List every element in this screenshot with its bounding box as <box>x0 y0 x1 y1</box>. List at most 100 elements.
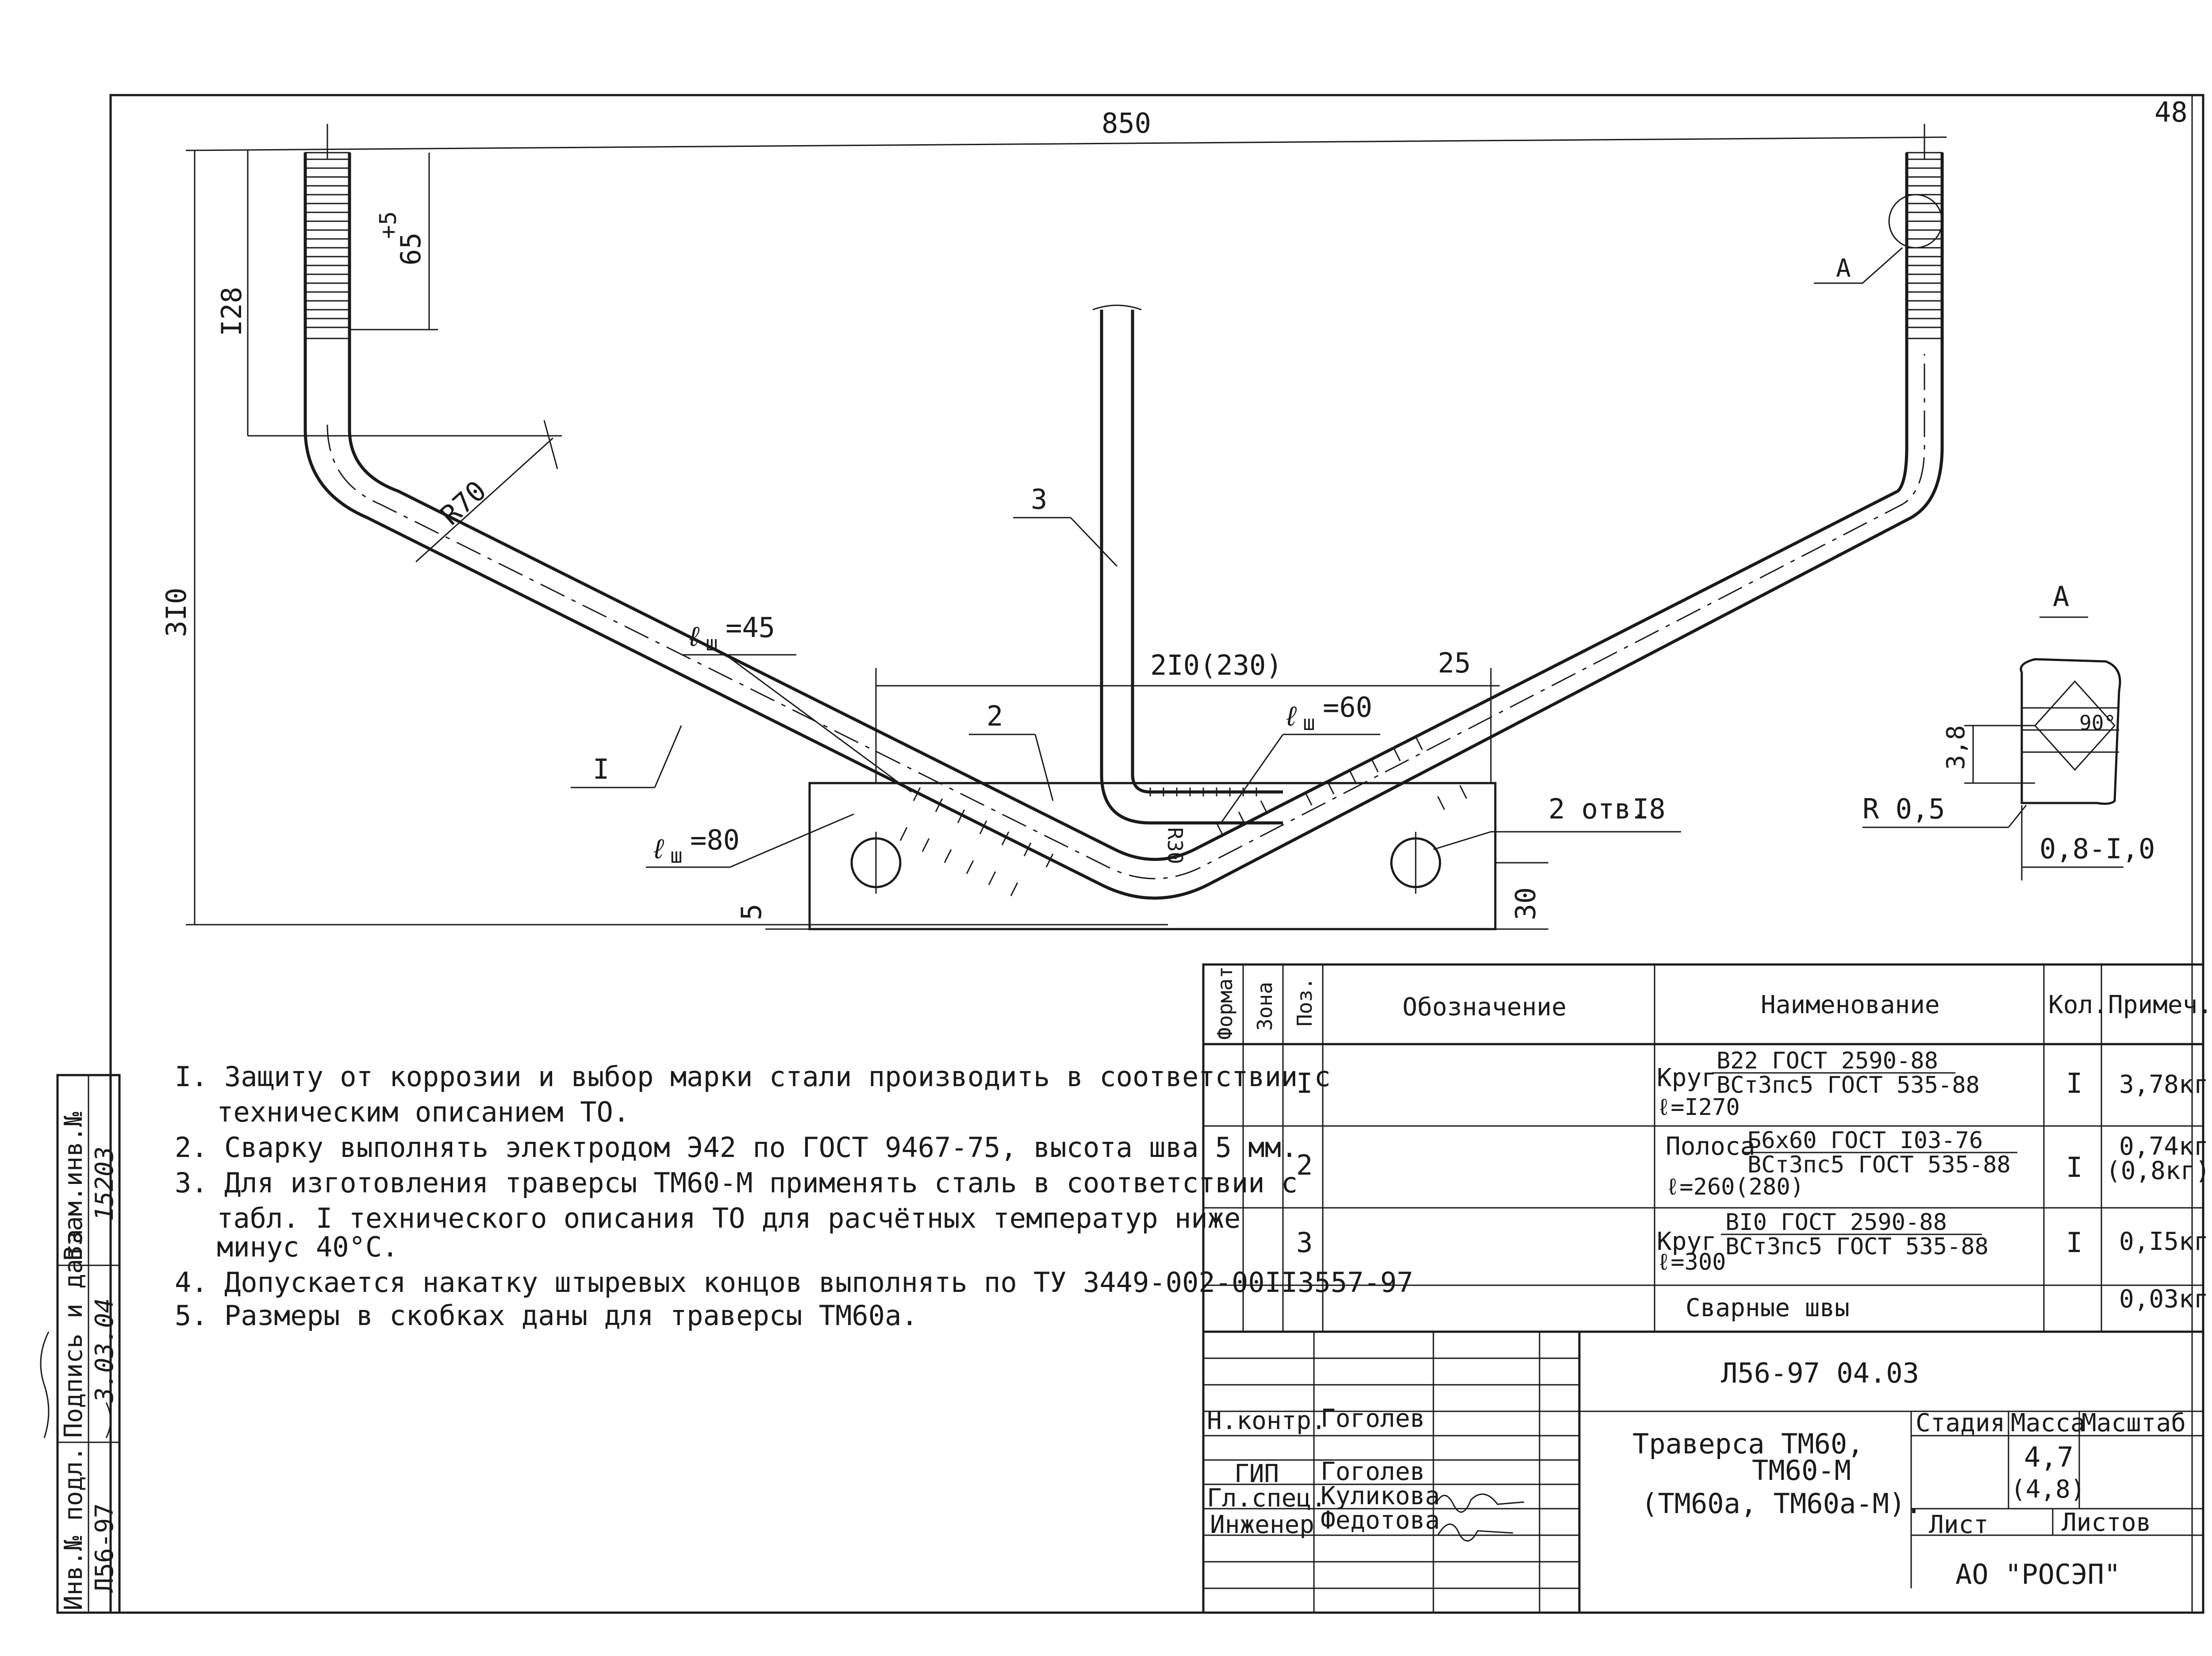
weld-callout-60: ℓ ш =60 <box>1220 691 1380 823</box>
svg-text:+5: +5 <box>375 211 402 239</box>
svg-text:Куликова: Куликова <box>1321 1482 1440 1510</box>
svg-text:Л56-97 04.03: Л56-97 04.03 <box>1721 1357 1919 1389</box>
svg-text:ВСт3пс5 ГОСТ 535-88: ВСт3пс5 ГОСТ 535-88 <box>1725 1233 1989 1260</box>
svg-text:ℓ=I270: ℓ=I270 <box>1657 1094 1740 1121</box>
weld-marks-left <box>899 787 1054 896</box>
title-block: Н.контр. Гоголев ГИП Гоголев Гл.спец. Ку… <box>1202 1330 2204 1614</box>
svg-text:Траверса ТМ60,: Траверса ТМ60, <box>1632 1428 1864 1460</box>
drawing-frame <box>109 94 2204 1614</box>
svg-text:ш: ш <box>706 631 718 655</box>
svg-text:ВСт3пс5 ГОСТ 535-88: ВСт3пс5 ГОСТ 535-88 <box>1717 1072 1980 1099</box>
svg-text:ш: ш <box>670 844 683 868</box>
svg-text:2. Сварку выполнять электродом: 2. Сварку выполнять электродом Э42 по ГО… <box>175 1131 1298 1164</box>
svg-text:минус 40°С.: минус 40°С. <box>217 1231 399 1263</box>
dim-128: I28 <box>215 150 562 437</box>
detail-a-leader <box>1814 247 1903 284</box>
svg-text:0,74кг: 0,74кг <box>2119 1132 2208 1161</box>
svg-text:Сварные швы: Сварные швы <box>1686 1294 1850 1322</box>
svg-text:3: 3 <box>1031 483 1047 515</box>
svg-text:ВI0 ГОСТ 2590-88: ВI0 ГОСТ 2590-88 <box>1725 1209 1947 1236</box>
rod-part-3 <box>1100 310 1283 825</box>
svg-text:(4,8): (4,8) <box>2011 1475 2085 1504</box>
svg-text:Инженер: Инженер <box>1210 1510 1314 1539</box>
rod-centerline <box>326 354 1925 880</box>
dim-30: 30 <box>1495 862 1548 930</box>
svg-text:Поз.: Поз. <box>1293 977 1317 1026</box>
svg-text:Стадия: Стадия <box>1916 1409 2005 1437</box>
svg-text:65: 65 <box>395 232 427 265</box>
detail-a-marker <box>1888 194 1943 249</box>
svg-text:I: I <box>1296 1067 1313 1099</box>
svg-text:R70: R70 <box>434 474 492 531</box>
svg-text:табл. I технического описания: табл. I технического описания ТО для рас… <box>217 1202 1240 1234</box>
position-3-callout: 3 <box>1013 483 1118 567</box>
svg-text:Гоголев: Гоголев <box>1321 1404 1425 1433</box>
svg-text:2: 2 <box>987 700 1003 732</box>
page-number: 48 <box>2154 96 2188 128</box>
dim-65: 65 +5 <box>349 153 438 330</box>
svg-text:0,I5кг: 0,I5кг <box>2119 1227 2208 1256</box>
detail-a-label: A <box>1836 254 1851 283</box>
svg-text:Взам.инв.№: Взам.инв.№ <box>59 1112 88 1261</box>
svg-text:=80: =80 <box>690 824 740 856</box>
svg-text:I8: I8 <box>1632 793 1666 825</box>
thread-left <box>304 152 350 339</box>
svg-text:=45: =45 <box>726 611 775 644</box>
svg-text:Листов: Листов <box>2062 1508 2151 1537</box>
spec-table: Формат Зона Поз. Обозначение Наименовани… <box>1202 963 2212 1333</box>
svg-text:4. Допускается накатку штыревы: 4. Допускается накатку штыревых концов в… <box>175 1266 1413 1299</box>
svg-text:Гоголев: Гоголев <box>1321 1457 1425 1486</box>
side-stamp: Инв.№ подл. Подпись и дата Взам.инв.№ Л5… <box>40 1074 121 1614</box>
svg-text:ℓ: ℓ <box>686 620 702 653</box>
svg-text:Н.контр.: Н.контр. <box>1207 1406 1326 1435</box>
rod-3-break <box>1092 304 1142 311</box>
svg-text:(0,8кг): (0,8кг) <box>2106 1157 2210 1185</box>
svg-text:Лист: Лист <box>1929 1510 1989 1539</box>
svg-text:Примеч.: Примеч. <box>2108 991 2212 1019</box>
svg-text:0,8-I,0: 0,8-I,0 <box>2039 833 2155 865</box>
svg-text:25: 25 <box>1438 647 1471 679</box>
svg-text:3I0: 3I0 <box>160 588 192 637</box>
svg-text:R 0,5: R 0,5 <box>1863 793 1945 825</box>
svg-text:5: 5 <box>735 904 768 920</box>
position-1-callout: I <box>571 725 682 788</box>
svg-text:4,7: 4,7 <box>2024 1441 2074 1473</box>
svg-text:850: 850 <box>1102 107 1151 139</box>
position-2-callout: 2 <box>969 700 1054 801</box>
rod-part-1 <box>303 153 1944 900</box>
svg-text:0,03кг: 0,03кг <box>2119 1285 2208 1314</box>
svg-text:Круг: Круг <box>1657 1064 1717 1092</box>
dim-210: 2I0(230) 25 <box>875 647 1500 783</box>
svg-text:3: 3 <box>1296 1226 1313 1259</box>
svg-text:Б6х60 ГОСТ I03-76: Б6х60 ГОСТ I03-76 <box>1747 1127 1983 1154</box>
svg-text:В22 ГОСТ 2590-88: В22 ГОСТ 2590-88 <box>1717 1048 1938 1074</box>
svg-text:Кол.: Кол. <box>2048 991 2108 1019</box>
weld-callout-80: ℓ ш =80 <box>646 813 854 868</box>
holes-callout: 2 отв. I8 <box>1433 793 1681 850</box>
svg-text:ш: ш <box>1303 711 1315 735</box>
svg-text:90°: 90° <box>2079 711 2116 735</box>
detail-a-view: A 90° 3,8 R 0,5 0,8-I,0 <box>1863 580 2155 880</box>
svg-text:ТМ60-М: ТМ60-М <box>1752 1454 1851 1487</box>
svg-text:Обозначение: Обозначение <box>1402 993 1567 1022</box>
dim-5: 5 <box>735 904 1513 930</box>
svg-text:Зона: Зона <box>1253 982 1277 1031</box>
svg-text:2 отв.: 2 отв. <box>1548 793 1647 825</box>
svg-text:I: I <box>2066 1067 2082 1099</box>
svg-text:ℓ: ℓ <box>650 833 667 865</box>
dim-850: 850 <box>185 107 1947 159</box>
svg-text:Подпись и дата: Подпись и дата <box>59 1229 88 1438</box>
svg-text:3,8: 3,8 <box>1942 725 1970 770</box>
weld-callout-45: ℓ ш =45 <box>681 611 912 793</box>
svg-text:3.03.04: 3.03.04 <box>90 1298 119 1403</box>
svg-text:I: I <box>593 753 609 785</box>
svg-text:ℓ=300: ℓ=300 <box>1657 1249 1726 1276</box>
svg-text:30: 30 <box>1509 887 1542 920</box>
svg-text:(ТМ60а, ТМ60а-М).: (ТМ60а, ТМ60а-М). <box>1641 1487 1922 1520</box>
dim-r30: R30 <box>1163 827 1187 864</box>
svg-text:2: 2 <box>1296 1149 1313 1181</box>
svg-text:Гл.спец.: Гл.спец. <box>1207 1484 1326 1513</box>
dim-r70: R70 <box>415 420 558 563</box>
svg-text:Масса: Масса <box>2011 1409 2085 1437</box>
